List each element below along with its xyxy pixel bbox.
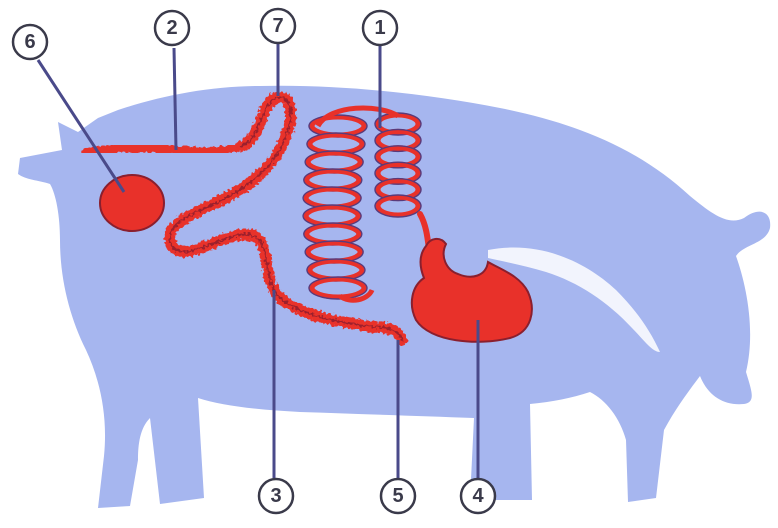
callout-2: 2 xyxy=(155,11,189,45)
callout-3-label: 3 xyxy=(270,485,281,507)
callout-2-label: 2 xyxy=(166,17,177,39)
organ-6-blob xyxy=(100,175,164,231)
leader-line-2 xyxy=(174,48,176,150)
callout-3: 3 xyxy=(259,479,293,513)
callout-4: 4 xyxy=(461,479,495,513)
callout-1: 1 xyxy=(363,11,397,45)
organ-2-tube xyxy=(86,146,242,152)
callout-5: 5 xyxy=(381,479,415,513)
callout-7-label: 7 xyxy=(272,15,283,37)
callout-1-label: 1 xyxy=(374,17,385,39)
callout-6-label: 6 xyxy=(24,31,35,53)
callout-7: 7 xyxy=(261,9,295,43)
callout-5-label: 5 xyxy=(392,485,403,507)
callout-4-label: 4 xyxy=(472,485,484,507)
callout-6: 6 xyxy=(13,25,47,59)
